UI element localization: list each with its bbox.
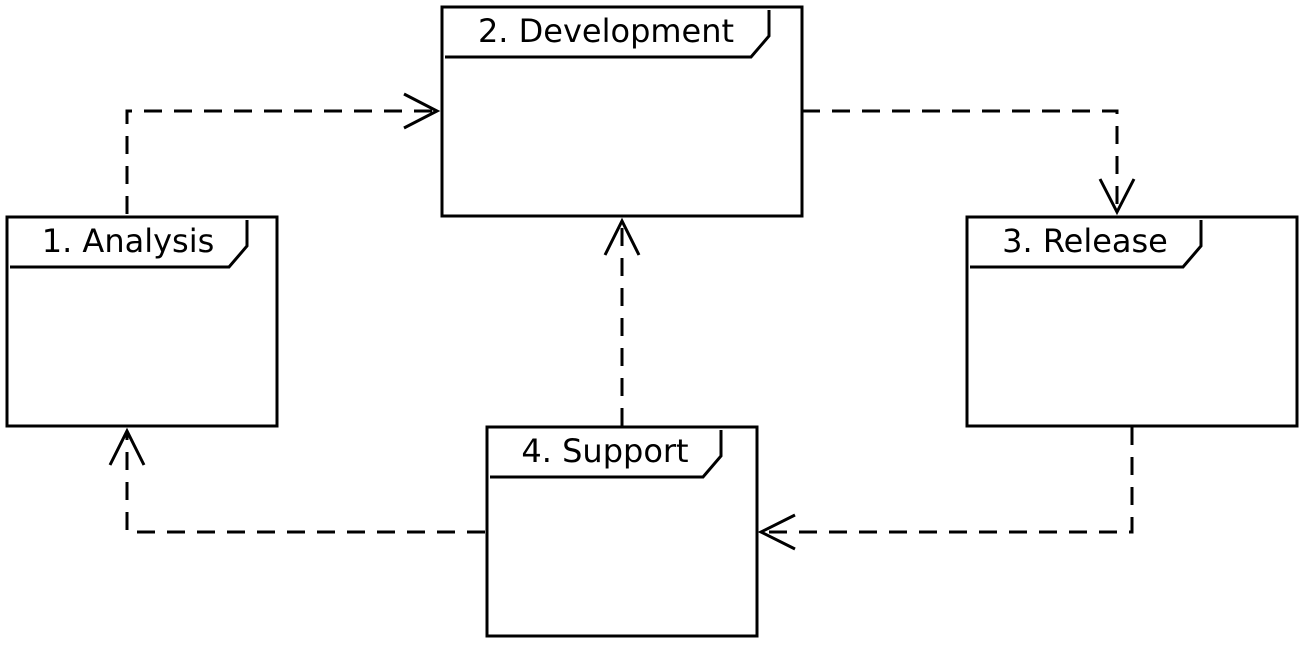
frame-border (5, 215, 279, 428)
frame-analysis[interactable]: 1. Analysis (5, 215, 279, 428)
dependency-support-to-analysis[interactable] (108, 427, 485, 534)
frame-label: 3. Release (1002, 222, 1168, 260)
frame-name-tab (490, 430, 723, 479)
dependency-release-to-support[interactable] (757, 427, 1134, 551)
dependency-line (761, 427, 1134, 534)
open-arrowhead-icon (757, 513, 796, 551)
frame-border (440, 5, 804, 218)
frame-border (485, 425, 759, 638)
frame-development[interactable]: 2. Development (440, 5, 804, 218)
dependency-line (802, 109, 1119, 212)
open-arrowhead-icon (1098, 178, 1136, 216)
frame-release[interactable]: 3. Release (965, 215, 1299, 428)
open-arrowhead-icon (403, 92, 441, 130)
frame-name-tab (970, 220, 1203, 269)
frame-support[interactable]: 4. Support (485, 425, 759, 638)
frame-name-tab (10, 220, 249, 269)
frame-label: 1. Analysis (42, 222, 215, 260)
frame-label: 4. Support (521, 432, 688, 470)
dependency-support-to-development[interactable] (603, 217, 641, 426)
open-arrowhead-icon (603, 217, 641, 256)
open-arrowhead-icon (108, 427, 146, 466)
dependency-analysis-to-development[interactable] (125, 92, 441, 214)
dependency-development-to-release[interactable] (802, 109, 1136, 216)
frame-label: 2. Development (478, 12, 734, 50)
dependency-line (125, 109, 437, 214)
frame-border (965, 215, 1299, 428)
dependency-line (125, 431, 485, 534)
frame-name-tab (445, 10, 771, 59)
